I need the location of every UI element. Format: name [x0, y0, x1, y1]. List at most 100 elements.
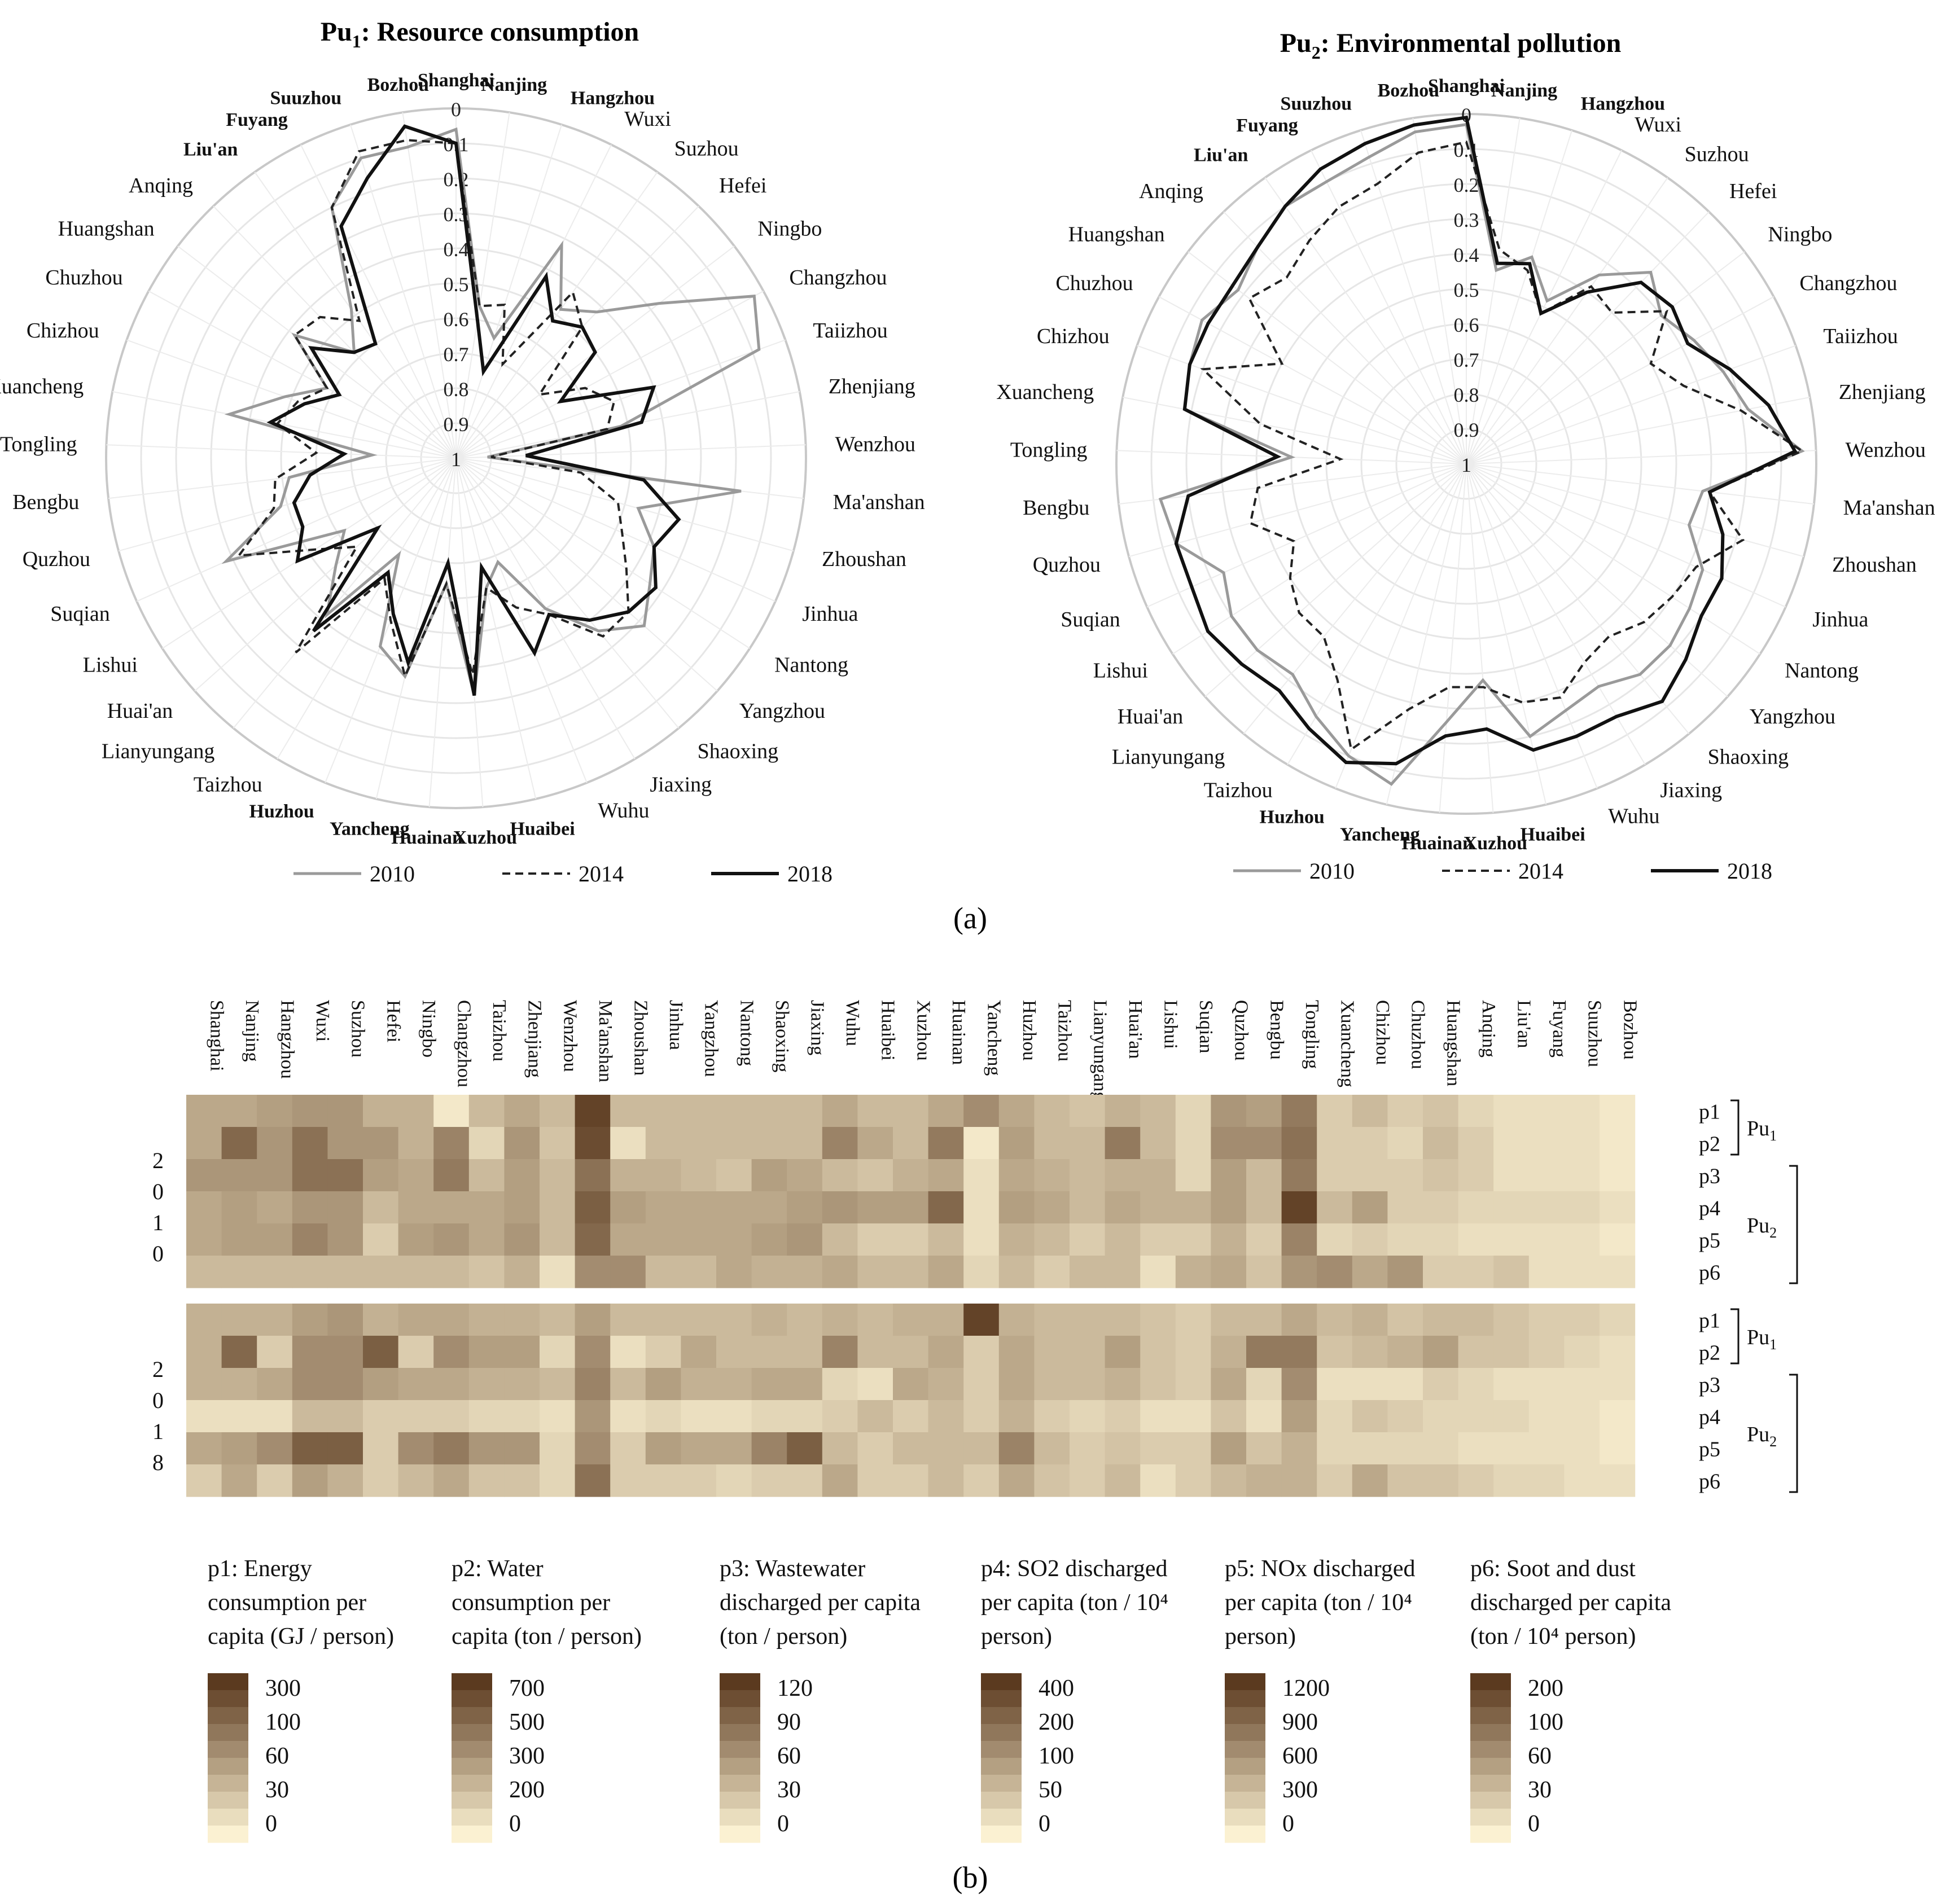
heatmap-cell [1528, 1095, 1565, 1128]
heatmap-cell [751, 1191, 787, 1224]
radar-city-label: Tongling [1010, 438, 1088, 462]
heatmap-cell [645, 1400, 681, 1433]
radar-spoke [455, 205, 699, 459]
heatmap-column-label: Suuzhou [1584, 1000, 1605, 1067]
radar-spoke [136, 458, 457, 602]
legend-title-line: discharged per capita [1470, 1590, 1671, 1616]
legend-color-step [452, 1707, 492, 1725]
legend-tick-label: 60 [777, 1743, 801, 1769]
heatmap-cell [751, 1256, 787, 1288]
legend-color-step [1470, 1809, 1511, 1826]
heatmap-cell [575, 1304, 611, 1336]
heatmap-cell [787, 1336, 823, 1368]
heatmap-cell [1352, 1432, 1388, 1465]
radar-city-label: Hangzhou [571, 87, 655, 108]
legend-title-line: p5: NOx discharged [1225, 1556, 1416, 1582]
radar-city-label: Liu'an [183, 139, 238, 160]
heatmap-cell [610, 1368, 646, 1401]
heatmap-cell [1352, 1223, 1388, 1256]
heatmap-cell [1387, 1191, 1423, 1224]
heatmap-cell [504, 1223, 540, 1256]
heatmap-cell [963, 1223, 1000, 1256]
heatmap-cell [1317, 1464, 1353, 1497]
legend-tick-label: 0 [1039, 1811, 1050, 1837]
heatmap-cell [787, 1432, 823, 1465]
radar-tick-label: 0.5 [1454, 279, 1479, 301]
heatmap-cell [1105, 1256, 1141, 1288]
heatmap-column-label: Liu'an [1514, 1000, 1535, 1048]
radar-city-label: Hangzhou [1581, 93, 1665, 114]
legend-color-step [1225, 1826, 1265, 1843]
legend-color-step [720, 1826, 760, 1843]
legend-color-step [720, 1707, 760, 1725]
bracket-pu1 [1730, 1308, 1740, 1365]
heatmap-cell [751, 1400, 787, 1433]
heatmap-cell [963, 1432, 1000, 1465]
radar-city-label: Jiaxing [650, 773, 712, 797]
heatmap-cell [893, 1159, 929, 1192]
heatmap-cell [716, 1400, 752, 1433]
heatmap-cell [292, 1368, 328, 1401]
heatmap-cell [1034, 1304, 1070, 1336]
heatmap-cell [1175, 1304, 1211, 1336]
heatmap-cell [928, 1304, 964, 1336]
radar-spoke [162, 458, 457, 649]
heatmap-cell [1600, 1400, 1636, 1433]
legend-tick-label: 1200 [1282, 1675, 1330, 1701]
legend-color-step [1470, 1741, 1511, 1758]
heatmap-column-label: Quzhou [1231, 1000, 1252, 1061]
heatmap-cell [1528, 1159, 1565, 1192]
heatmap-cell [857, 1304, 893, 1336]
heatmap-cell [292, 1127, 328, 1160]
heatmap-cell [1211, 1223, 1247, 1256]
heatmap-cell [928, 1400, 964, 1433]
heatmap-cell [1352, 1400, 1388, 1433]
heatmap-cell [1493, 1336, 1530, 1368]
heatmap-cell [1281, 1095, 1317, 1128]
heatmap-column-label: Shaoxing [772, 1000, 792, 1072]
radar-city-label: Bengbu [1023, 496, 1089, 520]
radar-spoke [1466, 463, 1547, 805]
heatmap-cell [433, 1256, 470, 1288]
radar-spoke [1287, 463, 1467, 765]
heatmap-cell [716, 1095, 752, 1128]
heatmap-cell [1070, 1336, 1106, 1368]
heatmap-cell [787, 1256, 823, 1288]
heatmap-cell [1458, 1223, 1494, 1256]
heatmap-cell [1387, 1400, 1423, 1433]
heatmap-cell [433, 1400, 470, 1433]
heatmap-column-label: Wuhu [842, 1000, 863, 1046]
heatmap-cell [504, 1464, 540, 1497]
heatmap-cell [1034, 1256, 1070, 1288]
heatmap-cell [893, 1464, 929, 1497]
legend-color-step [720, 1741, 760, 1758]
heatmap-cell [1211, 1095, 1247, 1128]
legend-tick-label: 60 [1528, 1743, 1552, 1769]
heatmap-cell [610, 1304, 646, 1336]
radar-spoke [455, 458, 484, 808]
legend-color-step [1225, 1724, 1265, 1741]
legend-color-step [1225, 1792, 1265, 1809]
group-label-pu2: Pu2 [1747, 1423, 1777, 1450]
heatmap-cell [1387, 1432, 1423, 1465]
radar-city-label: Shanghai [1428, 76, 1505, 96]
heatmap-cell [1211, 1464, 1247, 1497]
heatmap-cell [681, 1400, 717, 1433]
radar-city-label: Chuzhou [1055, 271, 1133, 295]
heatmap-cell [1034, 1191, 1070, 1224]
heatmap-cell [1423, 1223, 1459, 1256]
heatmap-cell [1352, 1159, 1388, 1192]
heatmap-cell [257, 1464, 293, 1497]
heatmap-cell [857, 1368, 893, 1401]
legend-color-step [208, 1792, 248, 1809]
heatmap-cell [1493, 1159, 1530, 1192]
heatmap-cell [398, 1304, 434, 1336]
heatmap-cell [1140, 1400, 1176, 1433]
radar-city-label: Bozhou [1378, 80, 1440, 101]
radar-city-label: Huaibei [510, 818, 575, 839]
heatmap-cell [575, 1368, 611, 1401]
radar-tick-label: 0 [1461, 104, 1471, 126]
heatmap-cell [257, 1400, 293, 1433]
legend-color-step [452, 1809, 492, 1826]
heatmap-cell [1600, 1191, 1636, 1224]
